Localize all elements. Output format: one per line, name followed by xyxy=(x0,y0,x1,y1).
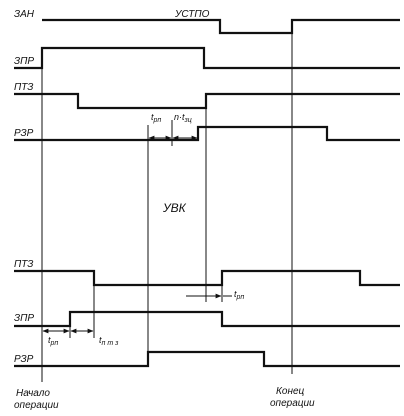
label-nt: n·tзц xyxy=(174,112,192,124)
waveform-ptz-bottom xyxy=(14,269,400,287)
label-zpr-bottom: ЗПР xyxy=(14,313,34,324)
label-ptz-top: ПТЗ xyxy=(14,82,33,93)
waveform-ptz-top xyxy=(14,92,400,110)
label-trp-top: tрп xyxy=(151,112,161,124)
label-tptz: tп т з xyxy=(99,335,119,347)
label-start-line2: операции xyxy=(14,400,59,411)
label-trp-bottom-left: tрп xyxy=(48,335,58,347)
label-ustpo: УСТПО xyxy=(174,9,210,20)
label-end-line1: Конец xyxy=(276,386,305,397)
waveform-zpr-bottom xyxy=(14,310,400,328)
label-end-line2: операции xyxy=(270,398,315,409)
label-start-line1: Начало xyxy=(16,388,50,399)
waveform-rzr-top xyxy=(14,125,400,142)
label-uvk: УВК xyxy=(162,201,187,215)
waveform-zan xyxy=(42,18,400,35)
waveform-zpr-top xyxy=(14,46,400,70)
label-zan: ЗАН xyxy=(14,9,35,20)
label-rzr-bottom: РЗР xyxy=(14,354,34,365)
label-ptz-bottom: ПТЗ xyxy=(14,259,33,270)
waveform-rzr-bottom xyxy=(14,350,400,368)
label-trp-bottom-right: tрп xyxy=(234,289,244,301)
label-rzr-top: РЗР xyxy=(14,128,34,139)
label-zpr-top: ЗПР xyxy=(14,56,34,67)
